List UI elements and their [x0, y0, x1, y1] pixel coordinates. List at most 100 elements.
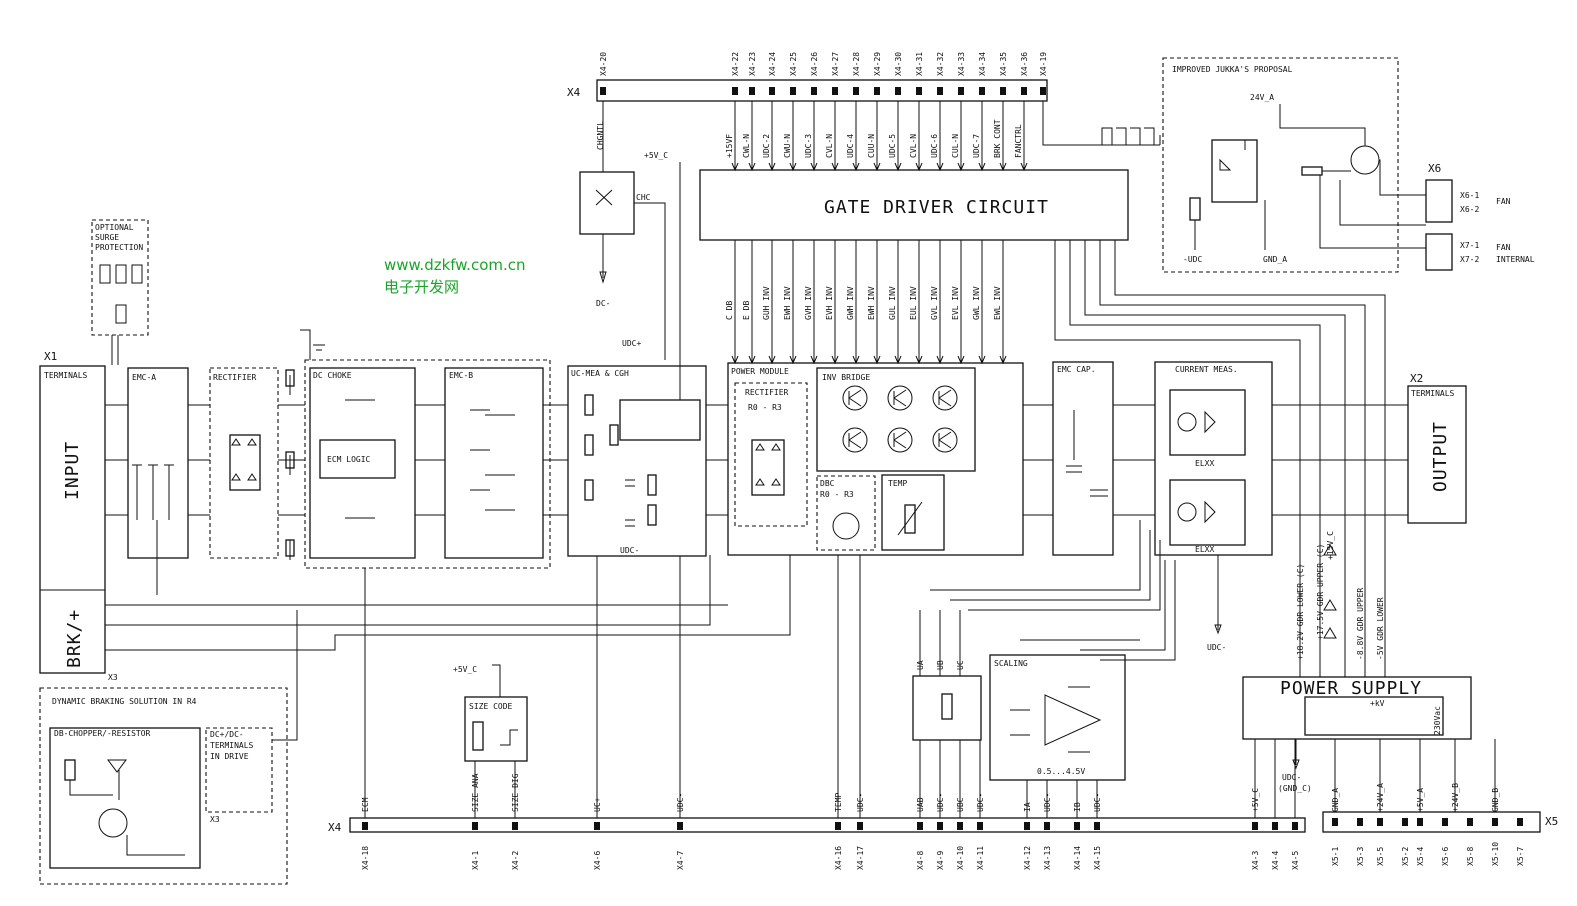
- ps-rail-label: -8.8V GDR UPPER: [1356, 588, 1365, 660]
- fan-internal-label2: INTERNAL: [1496, 255, 1535, 264]
- x5-pin-label: X5-8: [1466, 847, 1475, 866]
- gate-driver-input-label: UDC-4: [846, 134, 855, 158]
- rectifier-label: RECTIFIER: [213, 373, 257, 382]
- x4-bottom-pin: [937, 822, 943, 830]
- x4-top-pin-label: X4-32: [936, 52, 945, 76]
- terminals-x2-label: TERMINALS: [1411, 389, 1455, 398]
- inv-bridge-label: INV BRIDGE: [822, 373, 870, 382]
- x4-top-pin-label: X4-28: [852, 52, 861, 76]
- x5-pin-label: X5-5: [1376, 847, 1385, 866]
- x4-top-pin-label: X4-34: [978, 52, 987, 76]
- uc-mea-box: [567, 365, 707, 557]
- x5-label: X5: [1545, 815, 1558, 828]
- jukka-gnd-label: GND_A: [1263, 255, 1287, 264]
- x4-top-connector: [596, 79, 1048, 102]
- igbt-transistor: [932, 385, 958, 411]
- gate-driver-output-label: GVH INV: [804, 286, 813, 320]
- gate-driver-input-label: CUL-N: [951, 134, 960, 158]
- x1-label: X1: [44, 350, 57, 363]
- x4-top-pin: [895, 87, 901, 95]
- x5-pin-label: X5-4: [1416, 847, 1425, 866]
- gate-driver-input-label: UDC-5: [888, 134, 897, 158]
- x4-bottom-pin-label: X4-4: [1271, 851, 1280, 870]
- gate-driver-output-label: C DB: [725, 301, 734, 320]
- fan-label: FAN: [1496, 197, 1511, 206]
- x4-top-pin: [937, 87, 943, 95]
- gate-driver-input-arrow: [810, 162, 818, 172]
- gate-driver-input-arrow: [894, 162, 902, 172]
- udc-plus-label: UDC+: [622, 339, 641, 348]
- chgntl-label: CHGNTL: [596, 121, 605, 150]
- x1-terminals-box: [39, 365, 106, 674]
- gate-driver-output-label: GWH INV: [846, 286, 855, 320]
- igbt-transistor: [932, 427, 958, 453]
- gate-driver-input-arrow: [915, 162, 923, 172]
- ps-230-label: 230Vac: [1433, 706, 1442, 735]
- scaling-label: SCALING: [994, 659, 1028, 668]
- x4-top-pin-label: X4-20: [599, 52, 608, 76]
- power-supply-title: POWER SUPPLY: [1280, 678, 1422, 699]
- gate-driver-input-label: UDC-2: [762, 134, 771, 158]
- fan-internal-label1: FAN: [1496, 243, 1511, 252]
- gate-driver-output-label: EWH INV: [867, 286, 876, 320]
- power-module-box: [727, 362, 1024, 556]
- elxx1-label: ELXX: [1195, 459, 1214, 468]
- x4-top-pin: [1000, 87, 1006, 95]
- gate-driver-input-arrow: [731, 162, 739, 172]
- x4-top-pin: [769, 87, 775, 95]
- x4-bottom-pin-label: X4-15: [1093, 846, 1102, 870]
- x4-top-pin-label: X4-25: [789, 52, 798, 76]
- x4-bottom-pin-label: X4-11: [976, 846, 985, 870]
- gate-driver-input-arrow: [873, 162, 881, 172]
- pm-rectifier-box: [734, 382, 808, 527]
- x4-top-pin-label: X4-26: [810, 52, 819, 76]
- gate-driver-input-label: CWL-N: [742, 134, 751, 158]
- x4-top-pin: [1040, 87, 1046, 95]
- emc-a-label: EMC-A: [132, 373, 156, 382]
- jukka-24v-label: 24V_A: [1250, 93, 1274, 102]
- x4-bottom-pin-label: X4-1: [471, 851, 480, 870]
- x4-bottom-pin: [1094, 822, 1100, 830]
- input-label: INPUT: [62, 441, 83, 500]
- gate-driver-output-label: EUL INV: [909, 286, 918, 320]
- gate-driver-input-label: BRK CONT: [993, 119, 1002, 158]
- plus5vc-top-label: +5V_C: [644, 151, 668, 160]
- ps-rail-label: -5V GDR LOWER: [1376, 597, 1385, 660]
- x4-bottom-pin: [472, 822, 478, 830]
- x4-top-pin: [979, 87, 985, 95]
- gate-driver-input-arrow: [936, 162, 944, 172]
- jukka-proposal-label: IMPROVED JUKKA'S PROPOSAL: [1172, 65, 1293, 74]
- x6-1-label: X6-1: [1460, 191, 1479, 200]
- db-chopper-box: [49, 727, 201, 869]
- gate-driver-input-label: CUU-N: [867, 134, 876, 158]
- uab-box: [912, 675, 982, 741]
- x4-top-pin: [874, 87, 880, 95]
- x4-bottom-connector: [349, 817, 1306, 833]
- x2-label: X2: [1410, 372, 1423, 385]
- x5-pin-label: X5-3: [1356, 847, 1365, 866]
- x4-bottom-pin: [1292, 822, 1298, 830]
- x4-bottom-pin-label: X4-13: [1043, 846, 1052, 870]
- dbc-label: DBC: [820, 479, 835, 488]
- x4-top-pin-label: X4-33: [957, 52, 966, 76]
- x5-pin: [1402, 818, 1408, 826]
- dc-terminals-line1: DC+/DC-: [210, 730, 244, 739]
- surge-line3: PROTECTION: [95, 243, 143, 252]
- dc-choke-box: [309, 367, 416, 559]
- x5-pin: [1442, 818, 1448, 826]
- x4-top-pin-label: X4-24: [768, 52, 777, 76]
- x4-bottom-pin: [362, 822, 368, 830]
- gate-driver-output-label: E DB: [742, 301, 751, 320]
- udc-minus-mea-label: UDC-: [620, 546, 639, 555]
- x5-pin: [1492, 818, 1498, 826]
- x2-terminals-box: [1407, 385, 1467, 524]
- gate-driver-title: GATE DRIVER CIRCUIT: [824, 197, 1049, 218]
- ecm-logic-box: [319, 439, 396, 479]
- x4-top-pin: [790, 87, 796, 95]
- gate-driver-input-arrow: [768, 162, 776, 172]
- igbt-transistor: [842, 427, 868, 453]
- emc-a-box: [127, 367, 189, 559]
- terminals-x1-label: TERMINALS: [44, 371, 88, 380]
